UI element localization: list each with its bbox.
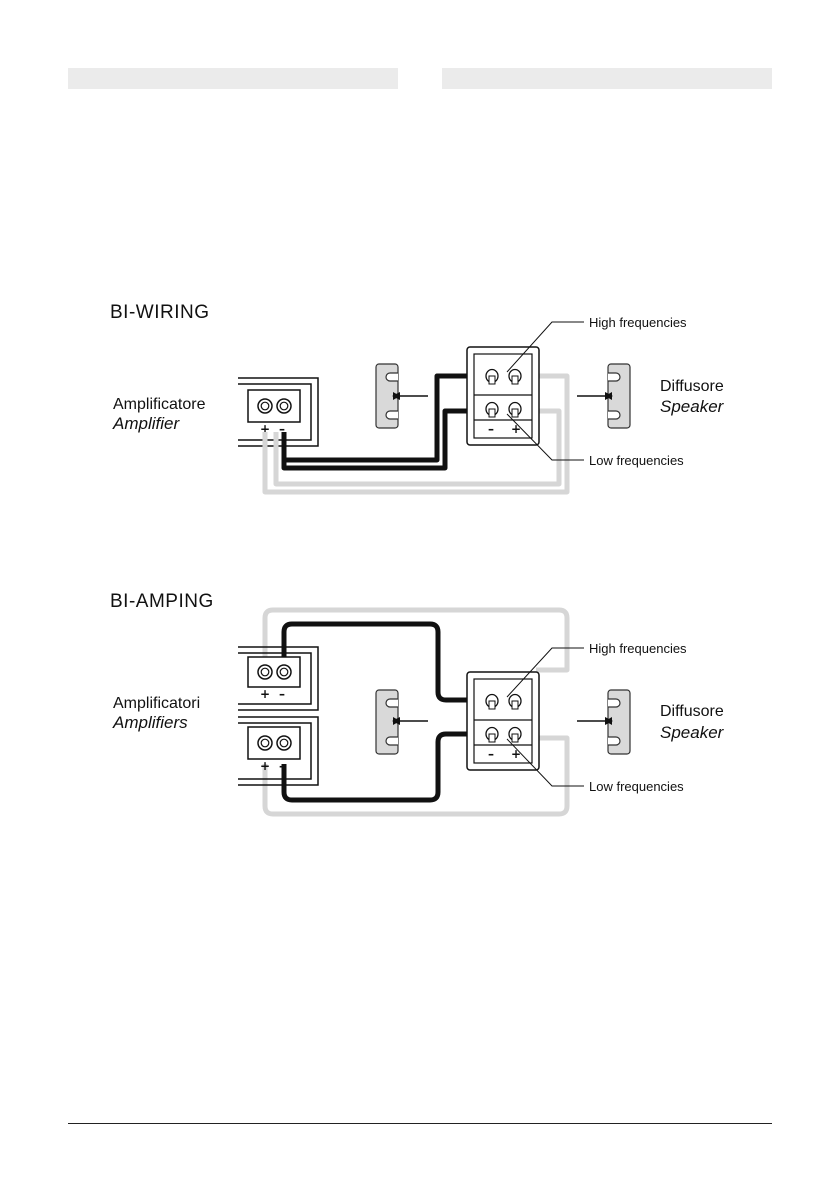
ba-spk-minus: –	[488, 747, 494, 761]
bi-wiring-section: BI-WIRING + – Amplificatore Amplifier	[110, 302, 725, 492]
ba-amp1-minus: –	[279, 687, 285, 701]
ba-amplifier-1: + –	[238, 647, 318, 710]
ba-amplifier-label-it: Amplificatori	[113, 695, 200, 712]
bw-spk-minus: –	[488, 422, 494, 436]
bw-spk-plus: +	[511, 422, 521, 436]
bw-speaker-label-en: Speaker	[660, 397, 725, 416]
bw-speaker-terminal: – +	[467, 347, 539, 445]
bi-amping-title: BI-AMPING	[110, 591, 214, 612]
bw-amplifier-label-it: Amplificatore	[113, 396, 206, 413]
ba-amplifier-label-en: Amplifiers	[112, 713, 188, 732]
ba-cable-black-high	[284, 624, 470, 700]
bw-high-frequencies-label: High frequencies	[589, 315, 687, 330]
ba-amp1-plus: +	[260, 687, 270, 701]
ba-low-frequencies-label: Low frequencies	[589, 779, 684, 794]
footer-rule	[68, 1123, 772, 1124]
ba-amplifier-2: + –	[238, 717, 318, 785]
ba-speaker-label-it: Diffusore	[660, 703, 724, 720]
ba-speaker-label-en: Speaker	[660, 723, 725, 742]
ba-amp2-plus: +	[260, 759, 270, 773]
bw-speaker-label-it: Diffusore	[660, 378, 724, 395]
ba-high-frequencies-label: High frequencies	[589, 641, 687, 656]
bi-wiring-title: BI-WIRING	[110, 302, 210, 323]
ba-amp2-minus: –	[279, 759, 285, 773]
bi-amping-section: BI-AMPING + – + –	[110, 591, 725, 814]
ba-speaker-terminal: – +	[467, 672, 539, 770]
bw-amplifier-label-en: Amplifier	[112, 414, 180, 433]
bw-low-frequencies-label: Low frequencies	[589, 453, 684, 468]
